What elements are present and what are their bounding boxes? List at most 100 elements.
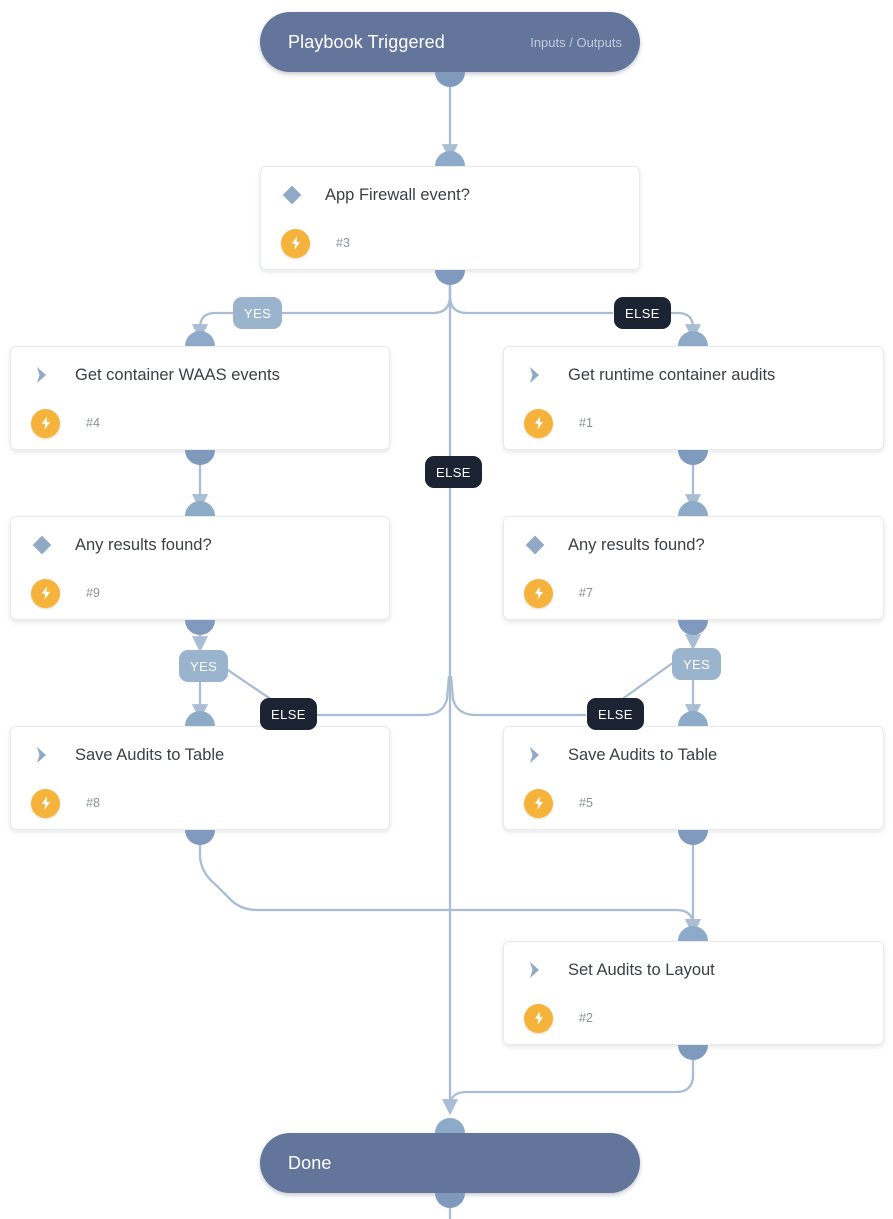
port-in-get-runtime[interactable]: [678, 331, 708, 346]
node-subtitle[interactable]: Inputs / Outputs: [530, 34, 622, 50]
port-out-save-right[interactable]: [678, 830, 708, 845]
node-save-audits-to-table-left[interactable]: Save Audits to Table #8: [10, 726, 390, 830]
diamond-icon: [279, 182, 305, 208]
lightning-bolt-icon: [281, 228, 310, 258]
node-save-audits-to-table-right[interactable]: Save Audits to Table #5: [503, 726, 884, 830]
lightning-bolt-icon: [524, 408, 553, 438]
node-header: Save Audits to Table: [11, 727, 389, 783]
node-footer: #8: [11, 777, 389, 829]
node-title: Get container WAAS events: [75, 365, 280, 384]
node-title: Any results found?: [568, 535, 705, 554]
node-playbook-triggered[interactable]: Playbook Triggered Inputs / Outputs: [260, 12, 640, 72]
port-out-done[interactable]: [435, 1193, 465, 1208]
diamond-icon: [522, 532, 548, 558]
node-footer: #5: [504, 777, 883, 829]
port-out-results-left[interactable]: [185, 620, 215, 635]
chevron-right-icon: [522, 742, 548, 768]
lightning-bolt-icon: [31, 578, 60, 608]
node-number: #4: [86, 416, 100, 430]
port-out-firewall[interactable]: [435, 270, 465, 285]
edge-firewall-else-right: [448, 270, 613, 315]
chevron-right-icon: [29, 362, 55, 388]
diamond-icon: [29, 532, 55, 558]
edge-else-right-to-trunk: [449, 675, 586, 717]
branch-label-else-firewall-right[interactable]: ELSE: [614, 297, 671, 329]
node-number: #5: [579, 796, 593, 810]
node-title: App Firewall event?: [325, 185, 470, 204]
node-number: #1: [579, 416, 593, 430]
chevron-right-icon: [522, 362, 548, 388]
node-footer: #9: [11, 567, 389, 619]
edge-firewall-yes-left: [266, 270, 452, 315]
node-any-results-found-right[interactable]: Any results found? #7: [503, 516, 884, 620]
branch-label-yes-results-left[interactable]: YES: [179, 650, 229, 682]
branch-label-text: YES: [244, 305, 272, 321]
port-out-results-right[interactable]: [678, 620, 708, 635]
node-app-firewall-event[interactable]: App Firewall event? #3: [260, 166, 640, 270]
node-set-audits-to-layout[interactable]: Set Audits to Layout #2: [503, 941, 884, 1045]
node-header: Any results found?: [11, 517, 389, 573]
port-out-set-layout[interactable]: [678, 1045, 708, 1060]
port-in-firewall[interactable]: [435, 151, 465, 166]
branch-label-yes-firewall[interactable]: YES: [233, 297, 283, 329]
chevron-right-icon: [522, 957, 548, 983]
node-done[interactable]: Done: [260, 1133, 640, 1193]
node-number: #8: [86, 796, 100, 810]
node-number: #7: [579, 586, 593, 600]
node-title: Save Audits to Table: [75, 745, 225, 764]
node-header: Get container WAAS events: [11, 347, 389, 403]
port-in-results-right[interactable]: [678, 501, 708, 516]
branch-label-text: YES: [683, 656, 711, 672]
node-footer: #3: [261, 217, 639, 269]
port-out-start[interactable]: [435, 72, 465, 87]
port-in-done[interactable]: [435, 1118, 465, 1133]
port-in-results-left[interactable]: [185, 501, 215, 516]
node-title: Playbook Triggered: [288, 31, 445, 52]
chevron-right-icon: [29, 742, 55, 768]
branch-label-else-firewall-center[interactable]: ELSE: [425, 456, 482, 488]
lightning-bolt-icon: [524, 578, 553, 608]
edge-results-right-to-else: [620, 661, 675, 701]
node-title: Done: [288, 1152, 332, 1173]
port-in-save-left[interactable]: [185, 711, 215, 726]
node-header: Save Audits to Table: [504, 727, 883, 783]
port-out-get-runtime[interactable]: [678, 450, 708, 465]
node-title: Save Audits to Table: [568, 745, 718, 764]
node-footer: #1: [504, 397, 883, 449]
port-in-set-layout[interactable]: [678, 926, 708, 941]
branch-label-text: ELSE: [598, 706, 633, 722]
port-out-save-left[interactable]: [185, 830, 215, 845]
lightning-bolt-icon: [31, 788, 60, 818]
node-get-container-waas-events[interactable]: Get container WAAS events #4: [10, 346, 390, 450]
node-footer: #4: [11, 397, 389, 449]
lightning-bolt-icon: [31, 408, 60, 438]
branch-label-else-results-right[interactable]: ELSE: [587, 698, 644, 730]
branch-label-text: ELSE: [271, 706, 306, 722]
port-in-get-waas[interactable]: [185, 331, 215, 346]
branch-label-text: ELSE: [625, 305, 660, 321]
node-any-results-found-left[interactable]: Any results found? #9: [10, 516, 390, 620]
node-get-runtime-container-audits[interactable]: Get runtime container audits #1: [503, 346, 884, 450]
node-title: Set Audits to Layout: [568, 960, 715, 979]
node-number: #9: [86, 586, 100, 600]
node-number: #3: [336, 236, 350, 250]
node-header: Set Audits to Layout: [504, 942, 883, 998]
port-out-get-waas[interactable]: [185, 450, 215, 465]
branch-label-yes-results-right[interactable]: YES: [672, 648, 722, 680]
edge-save-left-to-set-layout: [198, 830, 702, 936]
node-number: #2: [579, 1011, 593, 1025]
branch-label-text: ELSE: [436, 464, 471, 480]
lightning-bolt-icon: [524, 1003, 553, 1033]
branch-label-text: YES: [190, 658, 218, 674]
node-footer: #2: [504, 992, 883, 1044]
node-header: Get runtime container audits: [504, 347, 883, 403]
port-in-save-right[interactable]: [678, 711, 708, 726]
edge-else-left-to-trunk: [313, 675, 451, 717]
node-footer: #7: [504, 567, 883, 619]
node-title: Get runtime container audits: [568, 365, 776, 384]
node-title: Any results found?: [75, 535, 212, 554]
branch-label-else-results-left[interactable]: ELSE: [260, 698, 317, 730]
node-header: Any results found?: [504, 517, 883, 573]
lightning-bolt-icon: [524, 788, 553, 818]
